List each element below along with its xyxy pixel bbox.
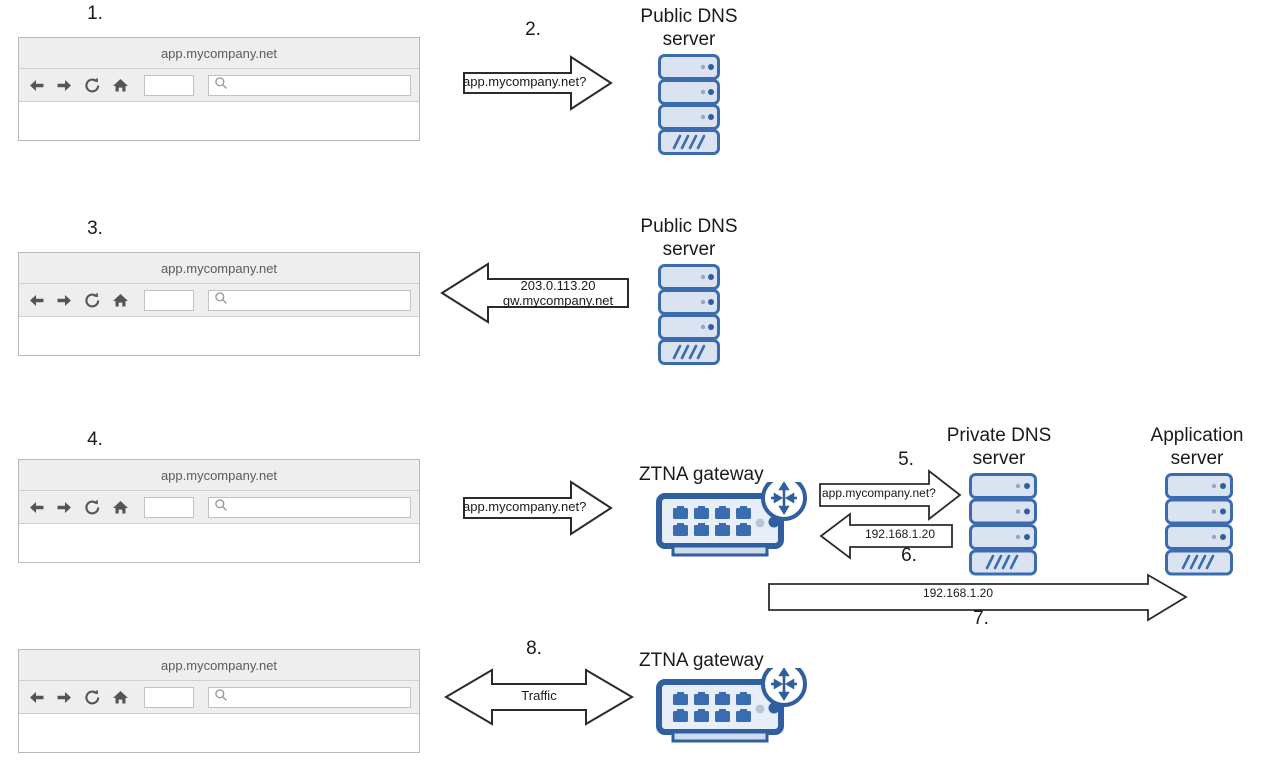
back-arrow-icon[interactable] xyxy=(27,498,46,517)
browser-toolbar-2 xyxy=(19,284,419,317)
browser-window-2: app.mycompany.net xyxy=(18,252,420,356)
browser-content-area-4 xyxy=(19,714,419,752)
step-number-7: 7. xyxy=(973,608,989,629)
back-arrow-icon[interactable] xyxy=(27,291,46,310)
arrow-step-3: 203.0.113.20 gw.mycompany.net xyxy=(440,262,630,324)
step-number-2: 2. xyxy=(525,19,541,40)
forward-arrow-icon[interactable] xyxy=(55,688,74,707)
browser-title-text: app.mycompany.net xyxy=(160,467,278,483)
arrow-step-8: Traffic xyxy=(444,668,634,726)
public-dns-server-1-label: Public DNS server xyxy=(640,6,738,50)
step-number-6: 6. xyxy=(901,545,917,566)
home-icon[interactable] xyxy=(111,291,130,310)
browser-toolbar-3 xyxy=(19,491,419,524)
private-dns-server-icon xyxy=(968,472,1038,576)
reload-icon[interactable] xyxy=(83,498,102,517)
browser-title-bar-2: app.mycompany.net xyxy=(19,253,419,284)
reload-icon[interactable] xyxy=(83,688,102,707)
home-icon[interactable] xyxy=(111,498,130,517)
search-icon xyxy=(214,291,228,310)
forward-arrow-icon[interactable] xyxy=(55,76,74,95)
address-field[interactable] xyxy=(144,686,194,708)
public-dns-server-2-icon xyxy=(657,263,721,366)
public-dns-server-1-icon xyxy=(657,53,721,156)
browser-title-bar-4: app.mycompany.net xyxy=(19,650,419,681)
ztna-gateway-2-label: ZTNA gateway xyxy=(639,650,764,671)
arrow-step-2: app.mycompany.net? xyxy=(463,55,613,111)
address-field[interactable] xyxy=(144,289,194,311)
ztna-gateway-2-icon xyxy=(655,668,820,746)
arrow-step-4: app.mycompany.net? xyxy=(463,480,613,536)
browser-title-text: app.mycompany.net xyxy=(160,657,278,673)
step-number-1: 1. xyxy=(87,3,103,24)
search-icon xyxy=(214,76,228,95)
ztna-gateway-1-icon xyxy=(655,482,820,560)
reload-icon[interactable] xyxy=(83,291,102,310)
ztna-gateway-1-label: ZTNA gateway xyxy=(639,464,764,485)
browser-title-bar-3: app.mycompany.net xyxy=(19,460,419,491)
browser-toolbar-1 xyxy=(19,69,419,102)
forward-arrow-icon[interactable] xyxy=(55,498,74,517)
search-input[interactable] xyxy=(208,496,411,518)
application-server-label: Application server xyxy=(1150,425,1244,469)
address-field[interactable] xyxy=(144,74,194,96)
home-icon[interactable] xyxy=(111,76,130,95)
step-number-8: 8. xyxy=(526,638,542,659)
browser-content-area-1 xyxy=(19,102,419,140)
public-dns-server-2-label: Public DNS server xyxy=(640,216,738,260)
application-server-icon xyxy=(1164,472,1234,576)
browser-content-area-3 xyxy=(19,524,419,562)
step-number-4: 4. xyxy=(87,429,103,450)
browser-window-4: app.mycompany.net xyxy=(18,649,420,753)
back-arrow-icon[interactable] xyxy=(27,76,46,95)
browser-window-3: app.mycompany.net xyxy=(18,459,420,563)
step-number-3: 3. xyxy=(87,218,103,239)
browser-title-bar-1: app.mycompany.net xyxy=(19,38,419,69)
search-icon xyxy=(214,688,228,707)
step-number-5: 5. xyxy=(898,449,914,470)
search-icon xyxy=(214,498,228,517)
forward-arrow-icon[interactable] xyxy=(55,291,74,310)
browser-toolbar-4 xyxy=(19,681,419,714)
browser-title-text: app.mycompany.net xyxy=(160,260,278,276)
home-icon[interactable] xyxy=(111,688,130,707)
search-input[interactable] xyxy=(208,74,411,96)
private-dns-server-label: Private DNS server xyxy=(946,425,1052,469)
search-input[interactable] xyxy=(208,289,411,311)
address-field[interactable] xyxy=(144,496,194,518)
reload-icon[interactable] xyxy=(83,76,102,95)
browser-window-1: app.mycompany.net xyxy=(18,37,420,141)
browser-content-area-2 xyxy=(19,317,419,355)
search-input[interactable] xyxy=(208,686,411,708)
browser-title-text: app.mycompany.net xyxy=(160,45,278,61)
back-arrow-icon[interactable] xyxy=(27,688,46,707)
